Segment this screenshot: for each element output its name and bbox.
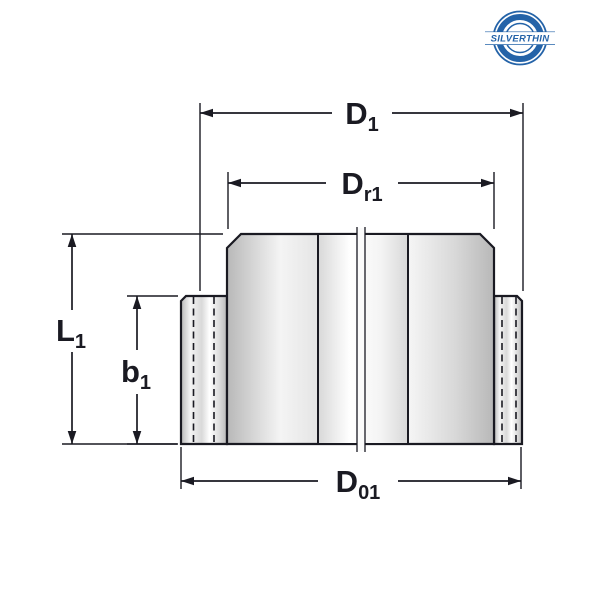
logo-text-band <box>485 31 555 45</box>
dimension-label-d1: D1 <box>345 96 379 136</box>
dimension-label-b1: b1 <box>121 354 151 394</box>
dimension-label-dr1: Dr1 <box>341 166 382 206</box>
dimension-d01: D01 <box>180 447 522 504</box>
dimension-label-d01: D01 <box>336 464 381 504</box>
right-ring-section <box>492 294 524 446</box>
logo-text: SILVERTHIN <box>491 33 551 44</box>
dimension-d1: D1 <box>199 96 524 291</box>
center-slot <box>357 228 365 451</box>
dimension-label-l1: L1 <box>56 313 86 353</box>
dimension-l1: L1 <box>56 233 223 445</box>
dimension-dr1: Dr1 <box>227 166 495 229</box>
dimension-b1: b1 <box>121 295 178 445</box>
left-ring-section <box>179 294 229 446</box>
silverthin-logo: SILVERTHIN <box>485 10 555 66</box>
sprocket-cross-section <box>179 227 524 452</box>
